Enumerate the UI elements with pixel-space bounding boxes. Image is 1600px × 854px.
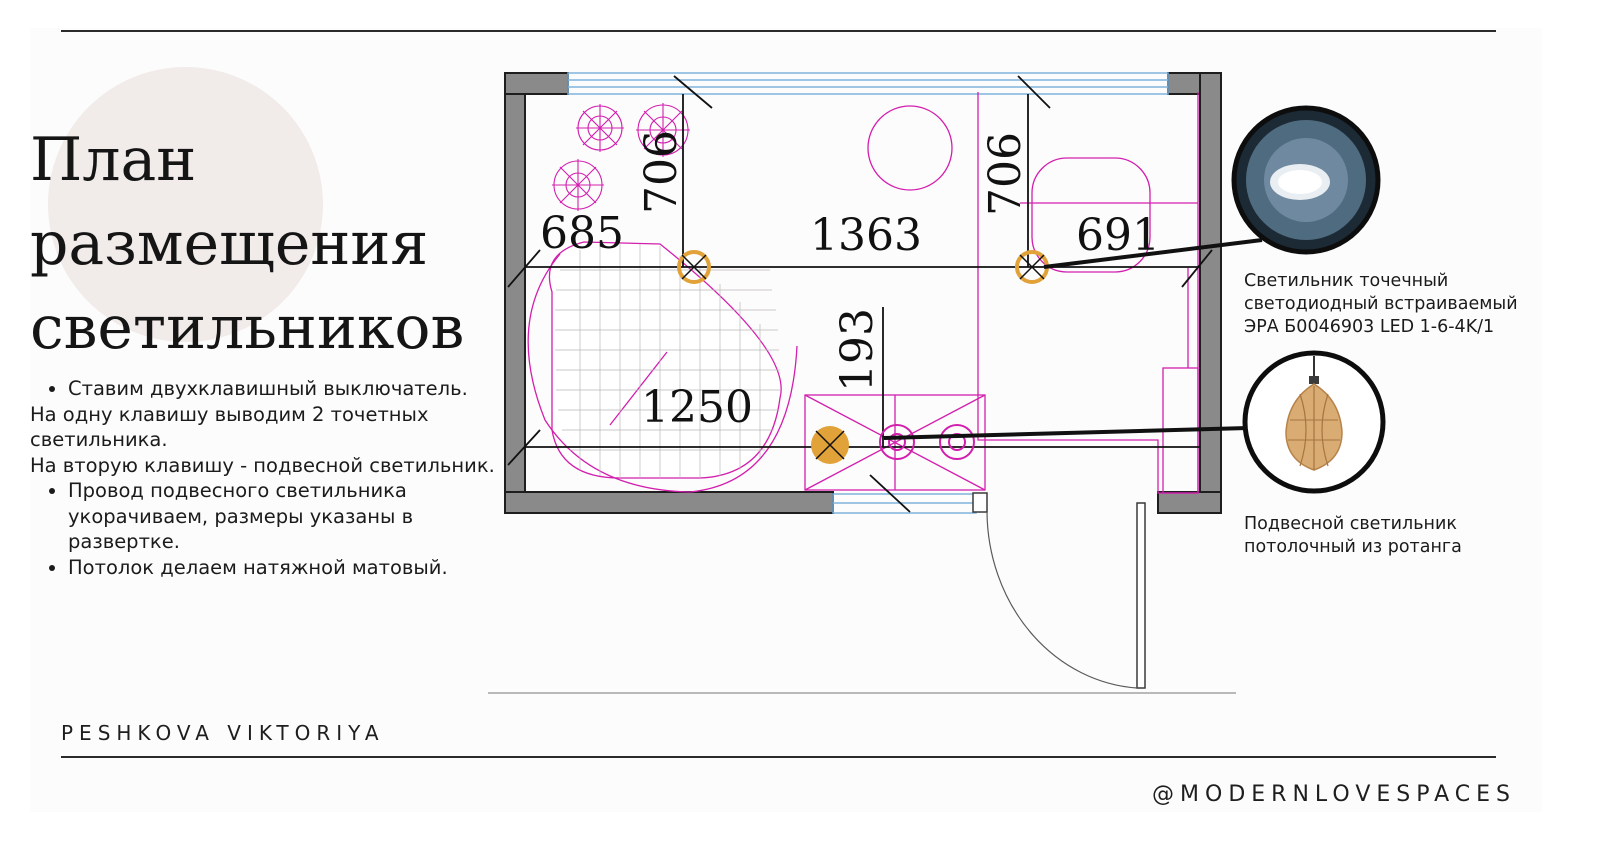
title-line-1: План [30, 125, 197, 195]
tick-691-right [1181, 249, 1213, 288]
author-name: PESHKOVA VIKTORIYA [61, 721, 385, 745]
walls [504, 72, 1222, 514]
dim-706-left-label: 706 [636, 130, 687, 214]
toilet-seat [1031, 157, 1151, 273]
sink-drain-markers [879, 424, 975, 460]
note-key-two: На вторую клавишу - подвесной светильник… [30, 453, 495, 477]
pendant-caption-line-1: Подвесной светильник [1244, 514, 1457, 534]
top-divider [61, 30, 1496, 32]
tick-706-right-top [1017, 75, 1051, 109]
tick-685-left [507, 249, 541, 288]
windows [567, 72, 1169, 514]
dim-685-label: 685 [540, 208, 624, 259]
decorative-circle [48, 67, 323, 342]
note-key-one: На одну клавишу выводим 2 точетных свети… [30, 402, 429, 452]
wall-right [1199, 72, 1222, 514]
shower-tile-grid [555, 244, 780, 478]
title-line-2: размещения [30, 209, 429, 279]
spot-light-caption: Светильник точечный светодиодный встраив… [1244, 270, 1518, 339]
note-wire: Провод подвесного светильника укорачивае… [68, 478, 500, 555]
notes-list-1: Ставим двухклавишный выключатель. [30, 376, 500, 402]
installation-notes: Ставим двухклавишный выключатель. На одн… [30, 376, 500, 580]
tick-1250-left [507, 429, 541, 466]
pendant-light-marker [811, 426, 849, 464]
wall-top-left [504, 72, 569, 95]
wall-bottom-left [504, 491, 834, 514]
round-mirror [867, 105, 953, 191]
furniture [527, 92, 1199, 494]
dim-706-right-label: 706 [980, 132, 1031, 216]
door-swing-arc [986, 511, 1138, 689]
spot-caption-line-1: Светильник точечный [1244, 271, 1449, 291]
dimension-labels: 685 1363 691 1250 706 706 193 [540, 130, 1160, 433]
pendant-light-caption: Подвесной светильник потолочный из ротан… [1244, 513, 1462, 559]
pendant-light-photo [1242, 350, 1386, 494]
dim-193-label: 193 [832, 308, 883, 392]
title-line-3: светильников [30, 293, 465, 363]
shower-tray [548, 241, 782, 479]
page-title: План размещения светильников [30, 118, 464, 370]
spot-caption-line-3: ЭРА Б0046903 LED 1-6-4K/1 [1244, 317, 1495, 337]
social-handle: @MODERNLOVESPACES [1152, 782, 1516, 807]
spot-caption-line-2: светодиодный встраиваемый [1244, 294, 1518, 314]
pendant-caption-line-2: потолочный из ротанга [1244, 537, 1462, 557]
pendant-light-leader-line [883, 426, 1249, 440]
tick-193-bottom [869, 474, 911, 513]
plant-decoration [552, 103, 690, 211]
notes-list-2: Провод подвесного светильника укорачивае… [30, 478, 500, 580]
shower-door [609, 351, 668, 426]
wall-left [504, 72, 526, 514]
note-switch: Ставим двухклавишный выключатель. [68, 376, 500, 402]
door [972, 492, 1146, 689]
dim-1363-label: 1363 [810, 210, 922, 261]
door-leaf [1136, 502, 1146, 689]
door-jamb [972, 492, 988, 513]
dimension-lines [507, 75, 1213, 513]
spot-light-marker-1 [677, 250, 711, 284]
spot-light-photo [1231, 105, 1381, 255]
bottom-divider [61, 756, 1496, 758]
tick-706-left-top [673, 75, 713, 109]
note-ceiling: Потолок делаем натяжной матовый. [68, 555, 500, 581]
window-top [567, 72, 1169, 95]
spot-light-leader-line [1043, 238, 1263, 269]
dim-1250-label: 1250 [641, 382, 753, 433]
wall-bottom-right [1157, 491, 1222, 514]
